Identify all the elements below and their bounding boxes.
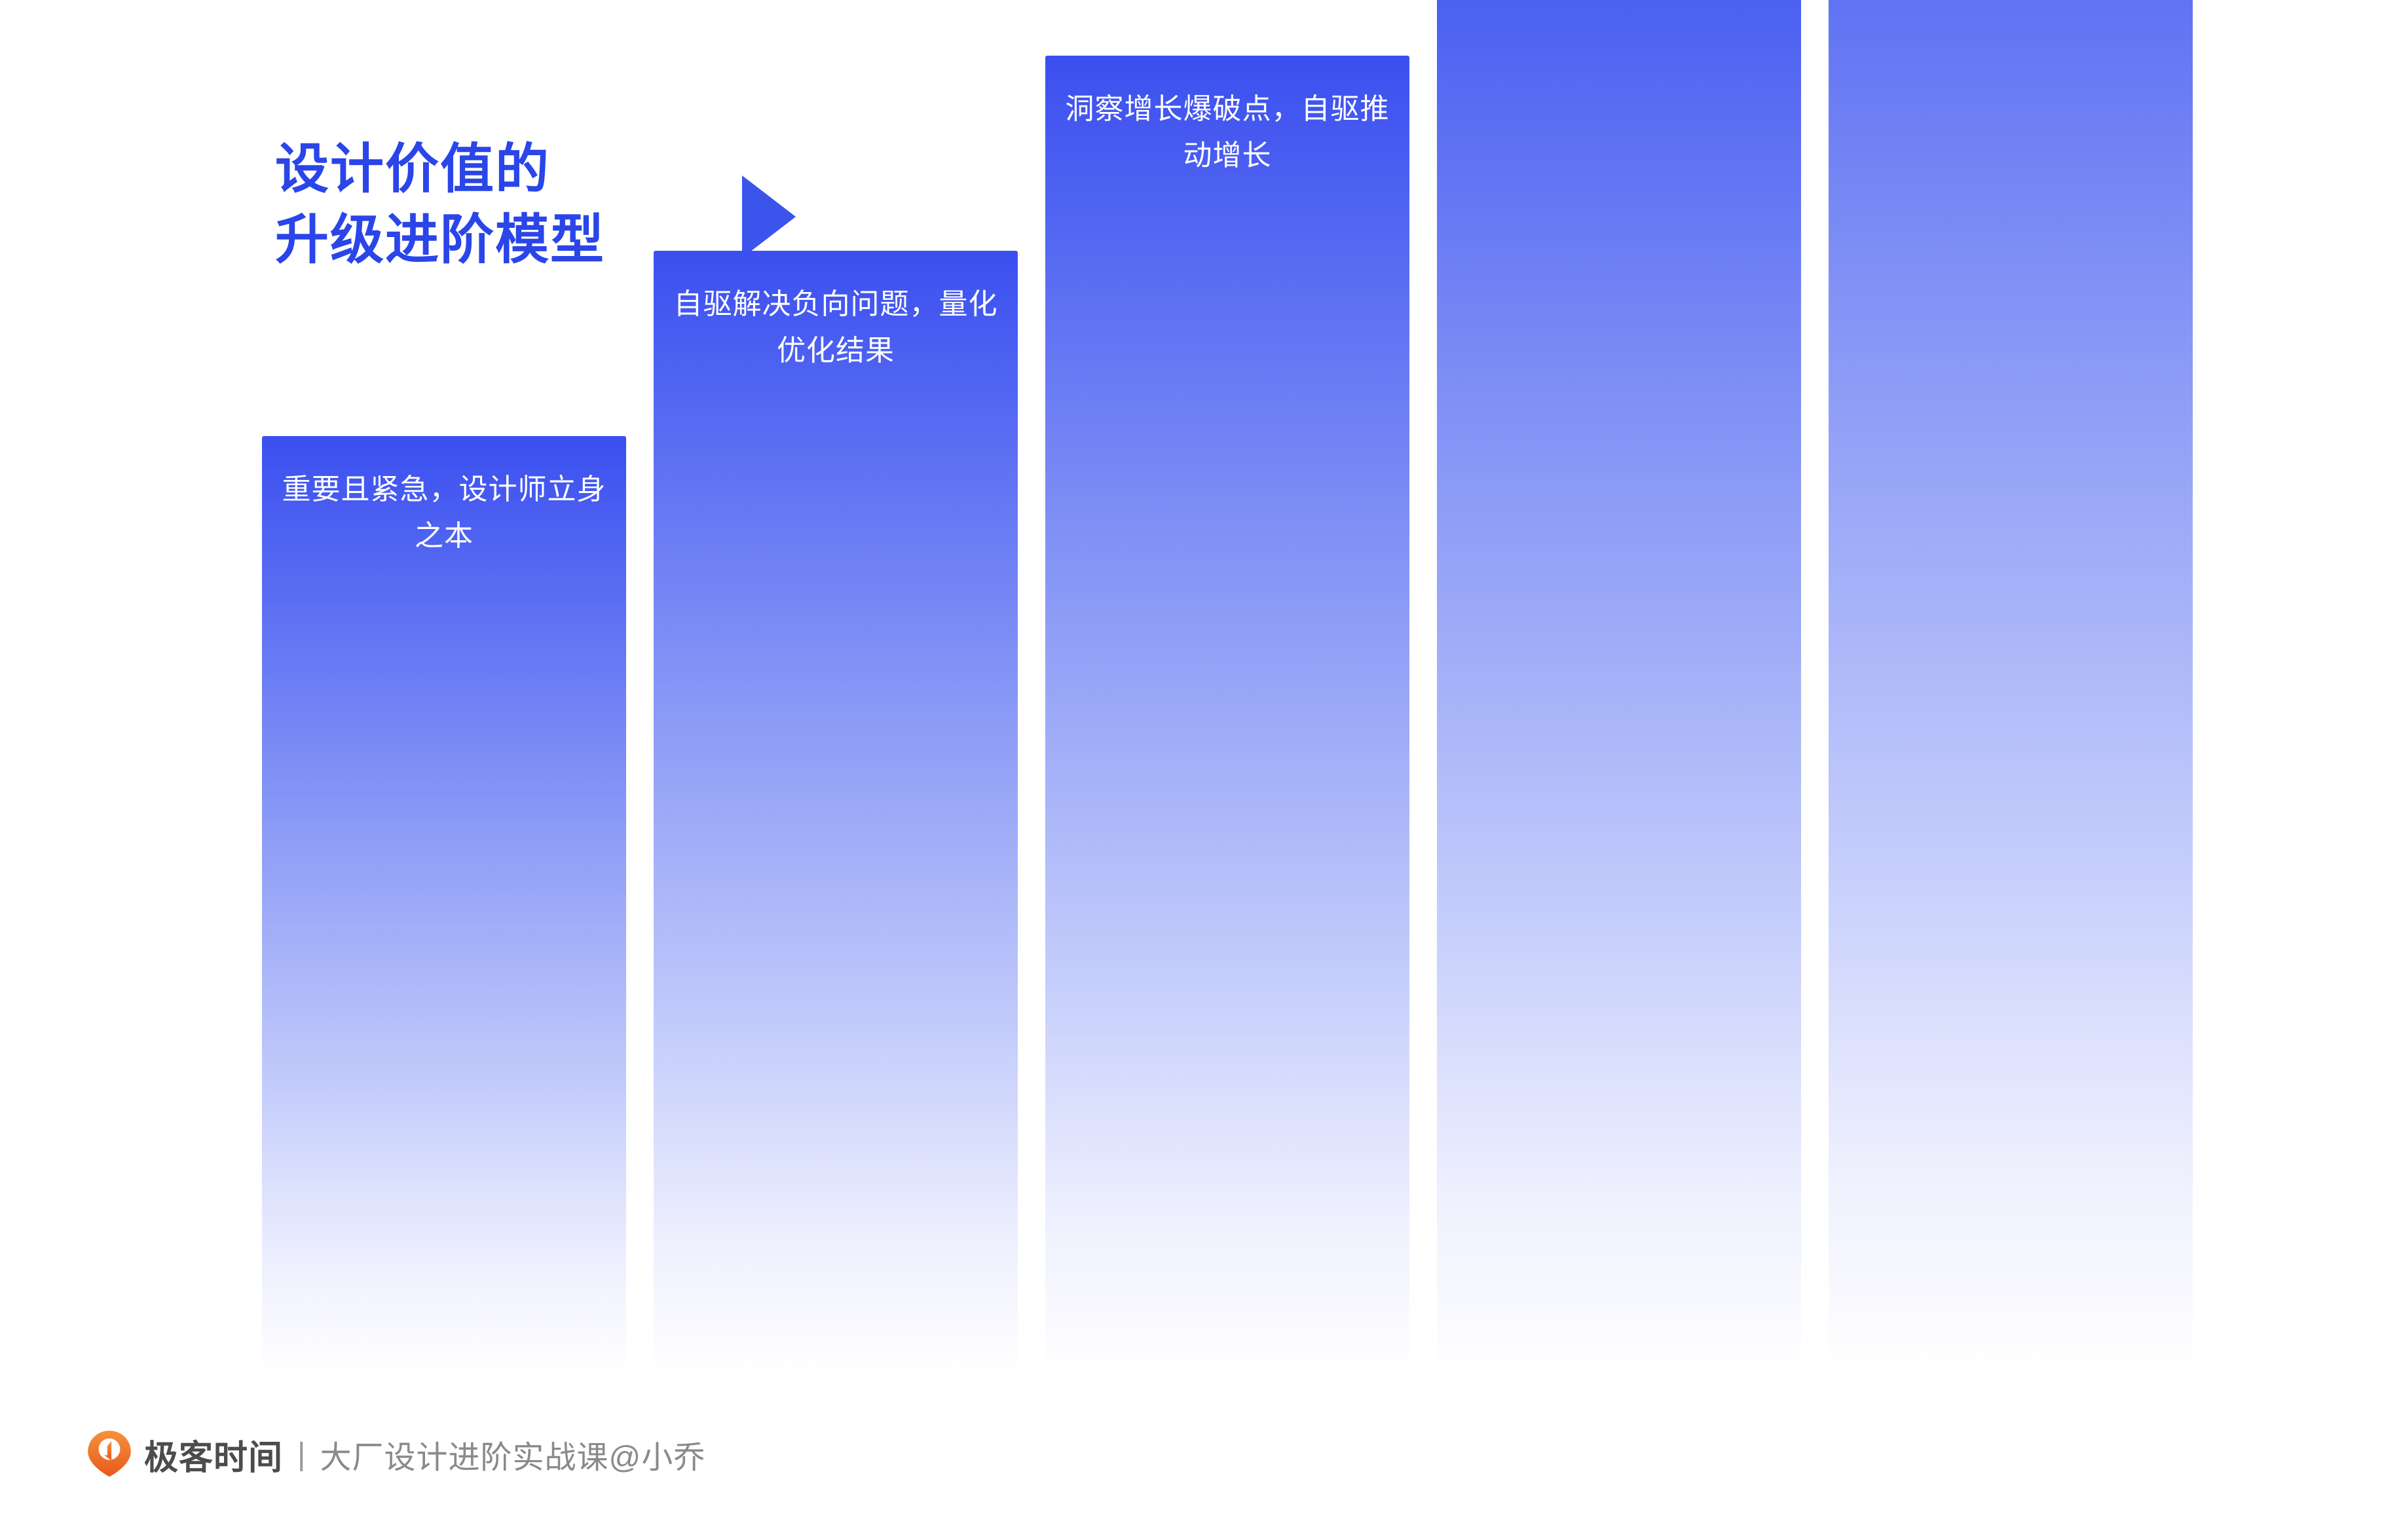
page-title-line-1: 设计价值的 — [275, 139, 551, 199]
play-triangle-icon — [742, 175, 796, 258]
value-column-2: 二级价值 优化负向 自驱解决负向问题，量化优化结果 — [654, 0, 1018, 1375]
value-column-5: 五级价值 业务领军 人人都是业务方，扩展设计师在行业和生态的影响力 — [1829, 0, 2193, 1375]
footer: 极客时间 | 大厂设计进阶实战课@小乔 — [84, 1429, 705, 1480]
value-description-2: 自驱解决负向问题，量化优化结果 — [673, 288, 998, 367]
value-column-1: 基础价值 支持执行 重要且紧急，设计师立身之本 — [262, 0, 626, 1375]
value-ladder-chart: 基础价值 支持执行 重要且紧急，设计师立身之本 二级价值 优化负向 自驱解决负向… — [0, 0, 2401, 1375]
geekbang-logo-icon — [88, 1431, 131, 1477]
value-column-3: 三级价值 增长爆破 洞察增长爆破点，自驱推动增长 — [1045, 0, 1409, 1375]
footer-brand-label: 极客时间 — [144, 1439, 284, 1477]
page-title: 设计价值的 升级进阶模型 — [275, 134, 694, 276]
footer-separator: | — [297, 1437, 306, 1472]
value-bar-3: 洞察增长爆破点，自驱推动增长 — [1045, 56, 1409, 1375]
page-title-line-2: 升级进阶模型 — [275, 210, 606, 270]
value-bar-5: 人人都是业务方，扩展设计师在行业和生态的影响力 — [1829, 0, 2193, 1375]
footer-course-label: 大厂设计进阶实战课@小乔 — [320, 1440, 706, 1475]
value-column-4: 四级价值 L型赋能 垂直击穿，横向扩展，实现降本增效 — [1437, 0, 1801, 1375]
value-description-1: 重要且紧急，设计师立身之本 — [282, 473, 606, 553]
value-bar-2: 自驱解决负向问题，量化优化结果 — [654, 251, 1018, 1375]
value-bar-1: 重要且紧急，设计师立身之本 — [262, 436, 626, 1375]
value-bar-4: 垂直击穿，横向扩展，实现降本增效 — [1437, 0, 1801, 1375]
value-description-3: 洞察增长爆破点，自驱推动增长 — [1065, 93, 1390, 172]
